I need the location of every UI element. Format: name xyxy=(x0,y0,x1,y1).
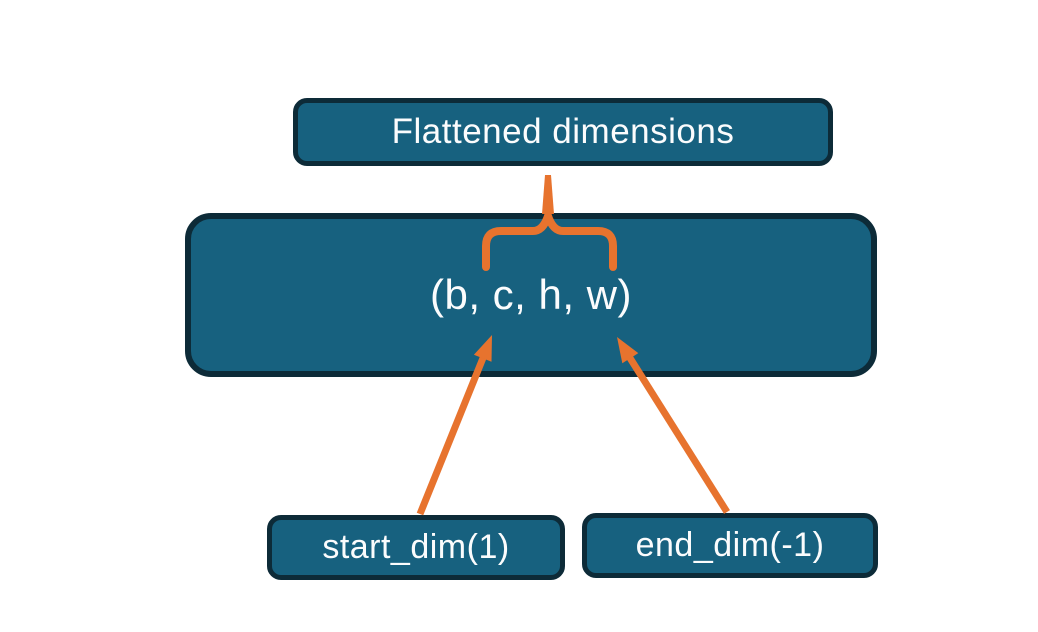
flattened-dimensions-label: Flattened dimensions xyxy=(391,112,735,151)
brace-stem-connector xyxy=(542,175,554,214)
start-dim-label: start_dim(1) xyxy=(322,528,510,566)
end-dim-label: end_dim(-1) xyxy=(635,526,825,564)
end-dim-box: end_dim(-1) xyxy=(582,513,878,578)
tensor-shape-label: (b, c, h, w) xyxy=(429,271,633,318)
tensor-shape-box: (b, c, h, w) xyxy=(185,213,877,377)
flattened-dimensions-box: Flattened dimensions xyxy=(293,98,833,166)
start-dim-box: start_dim(1) xyxy=(267,515,565,580)
